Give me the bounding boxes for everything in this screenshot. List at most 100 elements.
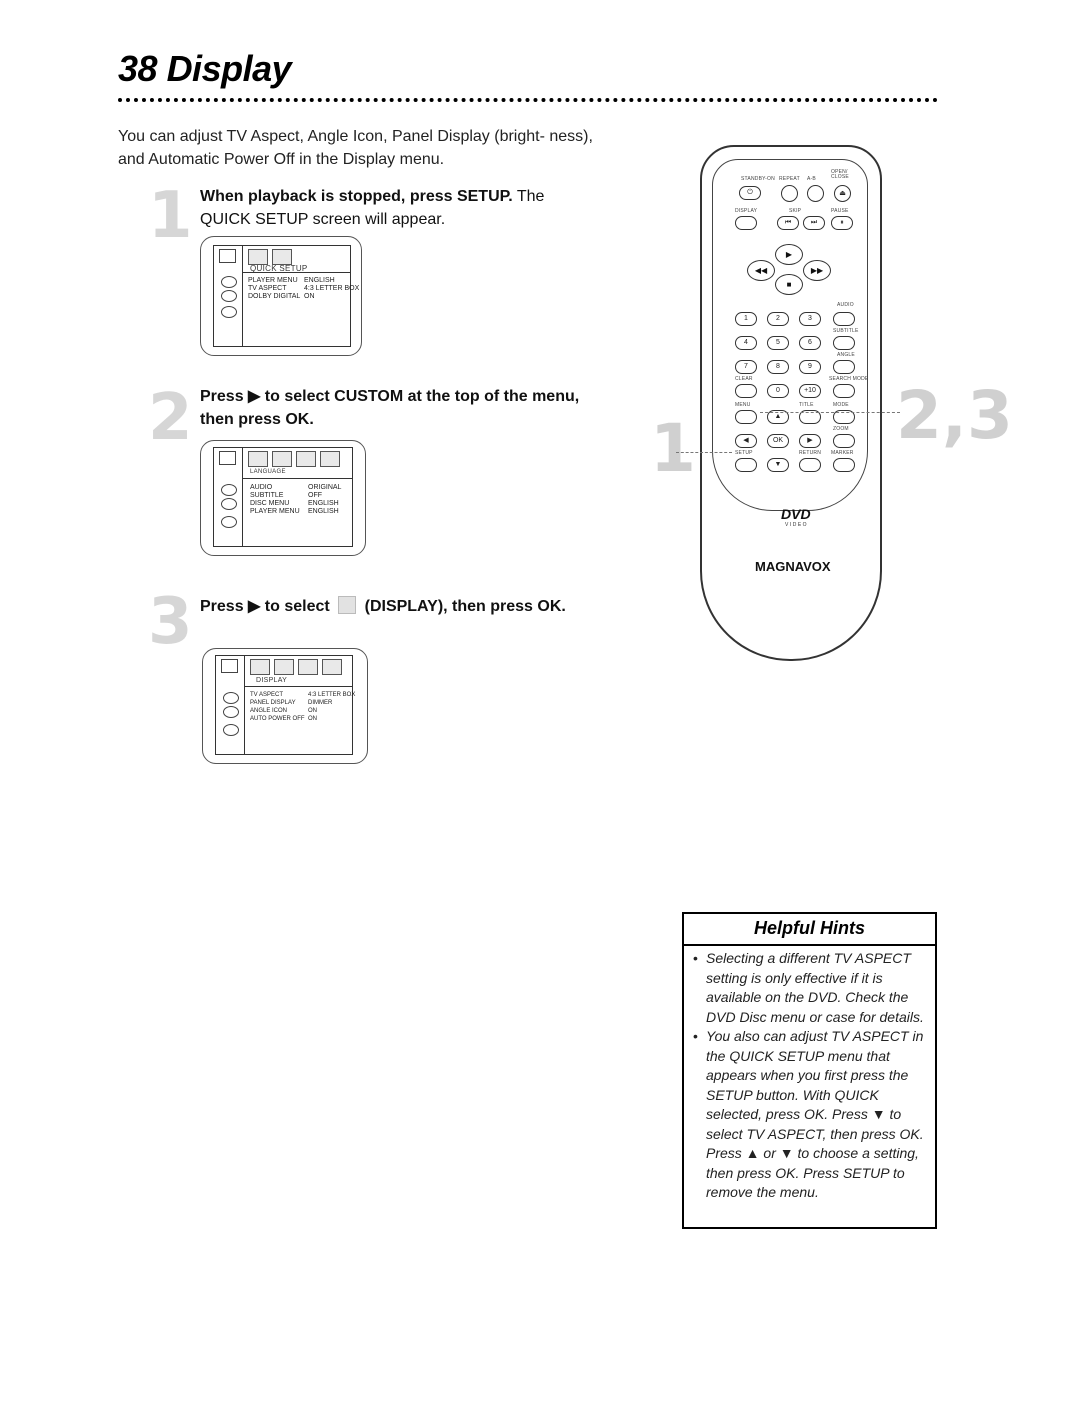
rewind-button: ◀◀ <box>747 260 775 281</box>
ok-icon <box>223 724 239 736</box>
tv-icon <box>219 451 236 465</box>
osd-icon-column <box>216 656 245 754</box>
step-1-text: When playback is stopped, press SETUP. T… <box>200 185 590 231</box>
search-mode-label: SEARCH MODE <box>829 376 869 382</box>
stop-button: ■ <box>775 274 803 295</box>
display-label: DISPLAY <box>735 208 758 214</box>
menu-label: MENU <box>735 402 751 408</box>
page-title-text: Display <box>166 48 292 89</box>
title-label: TITLE <box>799 402 814 408</box>
directional-icon <box>221 498 237 510</box>
osd-menu-label: LANGUAGE <box>250 469 286 475</box>
step-1-rest: The QUICK SETUP screen will appear. <box>200 188 545 228</box>
display-tab-icon <box>338 596 357 614</box>
callout-line-2-3 <box>760 412 900 413</box>
fast-forward-button: ▶▶ <box>803 260 831 281</box>
right-button: ▶ <box>799 434 821 448</box>
number-button-0: 0 <box>767 384 789 398</box>
callout-line-1 <box>676 452 732 453</box>
number-button-8: 8 <box>767 360 789 374</box>
skip-label: SKIP <box>789 208 802 214</box>
directional-icon <box>223 706 239 718</box>
repeat-label: REPEAT <box>779 176 800 182</box>
setup-label: SETUP <box>735 450 753 456</box>
menu-tab-icon <box>248 451 268 467</box>
number-button-4: 4 <box>735 336 757 350</box>
dvd-logo: DVD <box>781 506 811 522</box>
hints-list: Selecting a different TV ASPECT setting … <box>692 949 930 1203</box>
clear-label: CLEAR <box>735 376 753 382</box>
menu-button <box>735 410 757 424</box>
title-button <box>799 410 821 424</box>
return-button <box>799 458 821 472</box>
menu-tab-icon <box>248 249 268 265</box>
audio-label: AUDIO <box>837 302 854 308</box>
angle-label: ANGLE <box>837 352 855 358</box>
hint-item: You also can adjust TV ASPECT in the QUI… <box>692 1027 930 1203</box>
brand-logo: MAGNAVOX <box>755 559 831 574</box>
tv-icon <box>221 659 238 673</box>
tv-icon <box>219 249 236 263</box>
eject-button: ⏏ <box>834 185 851 202</box>
step-3-bold-a: Press ▶ to select <box>200 598 330 615</box>
ab-label: A-B <box>807 176 816 182</box>
osd-icon-column <box>214 246 243 346</box>
subtitle-label: SUBTITLE <box>833 328 859 334</box>
play-button: ▶ <box>775 244 803 265</box>
audio-button <box>833 312 855 326</box>
open-close-label: OPEN/ CLOSE <box>831 169 849 180</box>
menu-tab-icon <box>296 451 316 467</box>
plus-ten-button: +10 <box>799 384 821 398</box>
page-title: 38 Display <box>118 48 292 90</box>
step-3-bold-b: (DISPLAY), then press OK. <box>364 598 566 615</box>
clear-button <box>735 384 757 398</box>
dvd-video-label: VIDEO <box>785 522 809 528</box>
number-button-1: 1 <box>735 312 757 326</box>
step-3-number: 3 <box>148 585 193 659</box>
skip-forward-button: ⏭ <box>803 216 825 230</box>
menu-tab-icon <box>320 451 340 467</box>
page-number: 38 <box>118 48 158 89</box>
helpful-hints-box: Helpful Hints Selecting a different TV A… <box>682 912 937 1229</box>
step-3-text: Press ▶ to select (DISPLAY), then press … <box>200 595 590 618</box>
mode-label: MODE <box>833 402 849 408</box>
search-mode-button <box>833 384 855 398</box>
ab-button <box>807 185 824 202</box>
osd-icon-column <box>214 448 243 546</box>
pause-button: ⏸ <box>831 216 853 230</box>
menu-tab-icon <box>298 659 318 675</box>
down-button: ▼ <box>767 458 789 472</box>
number-button-2: 2 <box>767 312 789 326</box>
step-2-bold: Press ▶ to select CUSTOM at the top of t… <box>200 388 580 428</box>
number-button-5: 5 <box>767 336 789 350</box>
osd-menu-label: DISPLAY <box>256 677 288 684</box>
marker-label: MARKER <box>831 450 854 456</box>
ok-icon <box>221 306 237 318</box>
ok-icon <box>221 516 237 528</box>
directional-icon <box>221 484 237 496</box>
menu-tab-icon <box>272 451 292 467</box>
title-divider <box>118 98 938 102</box>
hint-item: Selecting a different TV ASPECT setting … <box>692 949 930 1027</box>
angle-button <box>833 360 855 374</box>
directional-icon <box>221 276 237 288</box>
standby-label: STANDBY-ON <box>741 176 775 182</box>
hints-divider <box>684 944 935 946</box>
directional-icon <box>223 692 239 704</box>
step-2-text: Press ▶ to select CUSTOM at the top of t… <box>200 385 590 431</box>
step-2-number: 2 <box>148 381 193 455</box>
